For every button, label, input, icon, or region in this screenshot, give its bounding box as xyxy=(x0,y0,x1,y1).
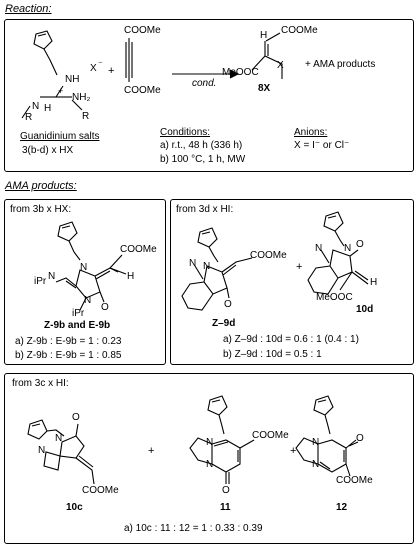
box-3d-ratio-b: b) Z–9d : 10d = 0.5 : 1 xyxy=(223,349,322,360)
product-label: 8X xyxy=(258,83,271,94)
box-3d-n3: N xyxy=(315,243,323,254)
anions-value: X = I⁻ or Cl⁻ xyxy=(294,140,350,151)
box-3b-title: from 3b x HX: xyxy=(10,204,72,215)
box-3d-o2: O xyxy=(356,239,364,250)
box-3b-n2: N xyxy=(84,295,92,306)
box-3c-label-b: 11 xyxy=(220,502,231,513)
plus-ama: + AMA products xyxy=(305,59,376,70)
guan-r1: R xyxy=(25,112,33,123)
guan-nh2: NH₂ xyxy=(72,92,91,103)
box-3b-ipr-bottom: iPr xyxy=(72,308,85,319)
box-3c-label-c: 12 xyxy=(336,502,348,513)
box-3d-ratio-a: a) Z–9d : 10d = 0.6 : 1 (0.4 : 1) xyxy=(223,334,359,345)
box-3c-n-b2: N xyxy=(206,459,214,470)
box-3d-plus: + xyxy=(296,261,303,273)
box-3b-h: H xyxy=(127,271,135,282)
box-3c-ratio: a) 10c : 11 : 12 = 1 : 0.33 : 0.39 xyxy=(124,523,263,534)
box-3b-n1: N xyxy=(80,262,88,273)
box-3c-o-c: O xyxy=(356,433,364,444)
guan-plus: + xyxy=(58,86,64,96)
box-3c-n-a1: N xyxy=(55,433,63,444)
reaction-header: Reaction: xyxy=(5,3,52,15)
guan-h-mid: H xyxy=(44,103,52,114)
r1-bond xyxy=(22,106,30,118)
product-ester-right: COOMe xyxy=(281,25,318,36)
product-x: X xyxy=(277,60,284,71)
box-3b xyxy=(4,199,166,365)
ch2-bond-1 xyxy=(44,49,57,75)
arrow-label: cond. xyxy=(192,78,217,89)
box-3d-title: from 3d x HI: xyxy=(176,204,234,215)
salts-value: 3(b-d) x HX xyxy=(22,145,74,156)
box-3c xyxy=(4,373,414,544)
product-h: H xyxy=(260,30,268,41)
box-3d-label-10d: 10d xyxy=(356,304,374,315)
nh2-bond xyxy=(72,100,82,110)
box-3c-ester-c: COOMe xyxy=(336,475,373,486)
plus-sign-1: + xyxy=(108,65,115,77)
nh-c-bond xyxy=(56,86,63,97)
box-3c-n-b1: N xyxy=(206,437,214,448)
box-3d-ester: COOMe xyxy=(250,250,287,261)
box-3c-ester-a: COOMe xyxy=(82,485,119,496)
box-3c-title: from 3c x HI: xyxy=(12,378,69,389)
guan-nh-top: NH xyxy=(65,74,80,85)
box-3c-n-c1: N xyxy=(312,437,320,448)
anion-symbol: X xyxy=(90,63,97,74)
box-3c-label-a: 10c xyxy=(66,502,83,513)
furan-ring-1 xyxy=(34,31,52,49)
box-3c-o-b: O xyxy=(222,485,230,496)
box-3d-label-9d: Z–9d xyxy=(212,318,236,329)
ama-header: AMA products: xyxy=(5,180,77,192)
box-3d-n4: N xyxy=(344,243,352,254)
product-ester-left: MeOOC xyxy=(222,67,259,78)
condition-a: a) r.t., 48 h (336 h) xyxy=(160,140,243,151)
box-3d-h: H xyxy=(370,277,378,288)
guan-r2: R xyxy=(82,111,90,122)
anion-charge: ⁻ xyxy=(98,59,103,69)
box-3d-n1: N xyxy=(189,258,197,269)
box-3c-ester-b: COOMe xyxy=(252,430,289,441)
ester-top: COOMe xyxy=(124,25,161,36)
conditions-title: Conditions: xyxy=(160,127,211,138)
box-3d-n2: N xyxy=(203,261,211,272)
ester-bottom: COOMe xyxy=(124,85,161,96)
box-3d xyxy=(170,199,414,365)
box-3d-o1: O xyxy=(224,299,232,310)
box-3b-o: O xyxy=(101,302,109,313)
box-3b-n-eq: N xyxy=(48,271,56,282)
box-3d-ester2: MeOOC xyxy=(316,292,353,303)
box-3c-plus1: + xyxy=(148,445,155,457)
alkene-bond xyxy=(265,41,282,79)
guan-n-mid: N xyxy=(32,101,40,112)
box-3b-ester: COOMe xyxy=(120,244,157,255)
box-3c-plus2: + xyxy=(290,445,297,457)
reaction-box xyxy=(4,19,414,172)
box-3c-o-a: O xyxy=(72,412,80,423)
box-3c-n-c2: N xyxy=(312,459,320,470)
salts-title: Guanidinium salts xyxy=(20,131,100,142)
box-3b-ratio-b: b) Z-9b : E-9b = 1 : 0.85 xyxy=(15,350,122,361)
box-3c-n-a2: N xyxy=(38,445,46,456)
furan-double-1 xyxy=(38,34,46,36)
condition-b: b) 100 °C, 1 h, MW xyxy=(160,154,246,165)
box-3b-label: Z-9b and E-9b xyxy=(44,320,111,331)
anions-title: Anions: xyxy=(294,127,328,138)
box-3b-ratio-a: a) Z-9b : E-9b = 1 : 0.23 xyxy=(15,336,122,347)
box-3b-ipr-top: iPr xyxy=(34,276,47,287)
